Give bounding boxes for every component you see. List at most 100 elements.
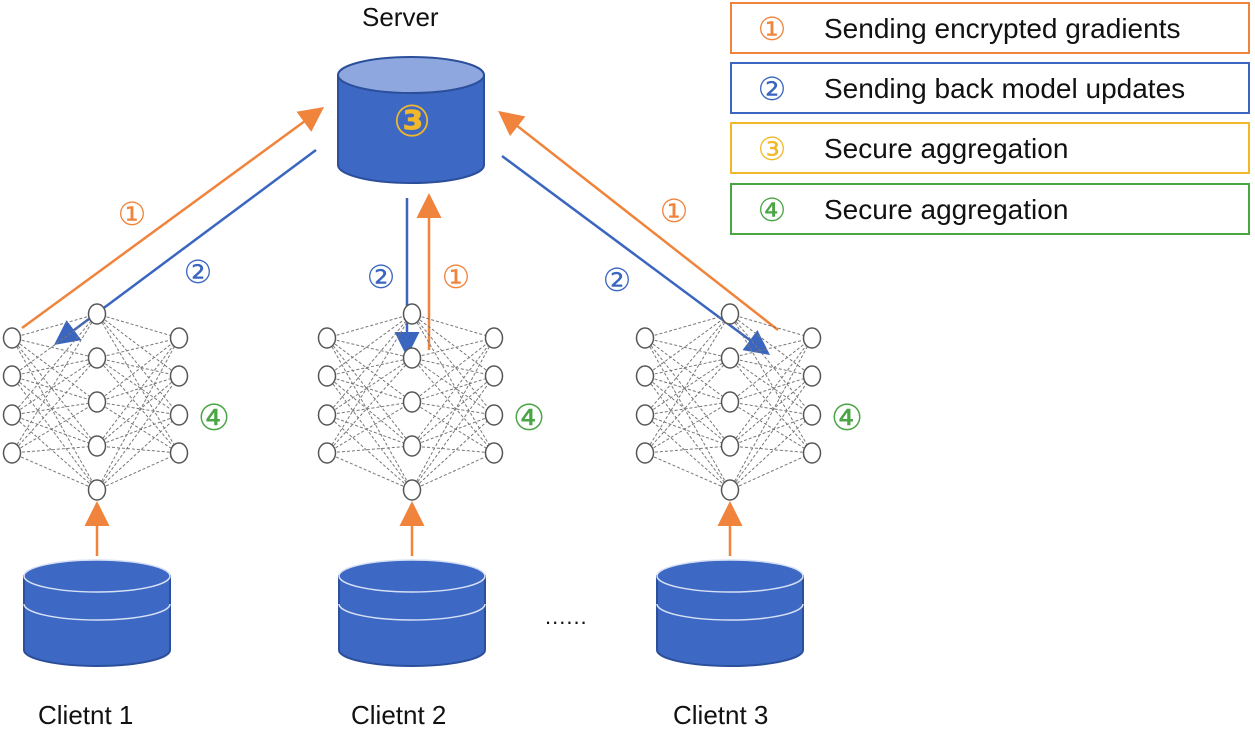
more-clients-ellipsis: ......: [545, 604, 588, 629]
network-edge: [729, 401, 813, 454]
network-edge: [11, 375, 98, 403]
network-edge: [729, 357, 813, 454]
network-node: [802, 365, 822, 387]
network-node: [169, 327, 189, 349]
local-training-marker-2: ④: [513, 398, 545, 439]
network-edge: [729, 401, 813, 416]
network-edge: [411, 445, 495, 454]
network-edge: [411, 357, 495, 416]
network-node: [87, 303, 107, 325]
network-edge: [11, 313, 98, 416]
network-edge: [729, 375, 813, 447]
network-edge: [644, 445, 731, 454]
network-edge: [11, 452, 98, 491]
network-edge: [644, 337, 731, 359]
network-edge: [644, 357, 731, 416]
network-node: [402, 347, 422, 369]
network-node: [317, 327, 337, 349]
network-node: [317, 404, 337, 426]
network-edge: [96, 357, 180, 416]
upload-marker-client-3: ①: [660, 192, 689, 230]
network-edge: [411, 414, 495, 447]
legend-item-4: ④ Secure aggregation: [730, 183, 1250, 235]
network-edge: [326, 452, 413, 491]
network-edge: [96, 337, 180, 491]
network-node: [484, 365, 504, 387]
network-edge: [11, 337, 98, 403]
legend-marker-3: ③: [757, 130, 787, 168]
network-edge: [326, 337, 413, 491]
network-edge: [326, 414, 413, 491]
network-edge: [96, 357, 180, 377]
network-node: [87, 435, 107, 457]
network-node: [317, 442, 337, 464]
neural-network-icon: ④: [2, 303, 230, 501]
network-edge: [96, 414, 180, 491]
network-edge: [644, 313, 731, 454]
local-training-marker-1: ④: [198, 398, 230, 439]
download-marker-client-2: ②: [367, 258, 396, 296]
legend-marker-2: ②: [757, 70, 787, 108]
network-edge: [644, 452, 731, 491]
network-edge: [326, 313, 413, 416]
network-node: [484, 404, 504, 426]
network-edge: [11, 337, 98, 359]
network-edge: [644, 414, 731, 491]
network-node: [2, 442, 22, 464]
legend-label-4: Secure aggregation: [824, 194, 1069, 225]
network-node: [720, 347, 740, 369]
client-label-2: Clietnt 2: [351, 700, 447, 730]
network-node: [402, 435, 422, 457]
legend-label-1: Sending encrypted gradients: [824, 13, 1181, 44]
network-edge: [411, 452, 495, 491]
upload-marker-client-2: ①: [442, 258, 471, 296]
network-edge: [11, 357, 98, 454]
network-edge: [96, 375, 180, 447]
network-edge: [644, 313, 731, 416]
network-edge: [411, 401, 495, 416]
server-aggregation-marker: ③: [393, 96, 430, 147]
network-edge: [326, 401, 413, 416]
network-edge: [644, 337, 731, 491]
network-edge: [96, 452, 180, 491]
network-node: [402, 391, 422, 413]
network-edge: [411, 375, 495, 491]
network-edge: [326, 337, 413, 403]
network-edge: [326, 313, 413, 377]
network-edge: [644, 337, 731, 403]
network-edge: [326, 313, 413, 454]
network-edge: [326, 357, 413, 416]
network-edge: [729, 313, 813, 416]
network-edge: [729, 337, 813, 359]
network-edge: [326, 357, 413, 454]
network-edge: [96, 375, 180, 403]
network-edge: [411, 401, 495, 454]
network-edge: [11, 337, 98, 447]
network-node: [87, 347, 107, 369]
network-edge: [729, 414, 813, 447]
network-edge: [644, 401, 731, 454]
network-node: [317, 365, 337, 387]
network-edge: [644, 375, 731, 491]
network-node: [720, 303, 740, 325]
network-edge: [326, 375, 413, 491]
network-edge: [644, 337, 731, 447]
network-edge: [11, 375, 98, 447]
network-edge: [411, 337, 495, 447]
network-edge: [729, 375, 813, 403]
network-edge: [96, 313, 180, 339]
network-edge: [11, 401, 98, 454]
network-node: [802, 404, 822, 426]
network-node: [635, 365, 655, 387]
upload-arrow-client-1: [21, 107, 325, 330]
network-node: [635, 442, 655, 464]
network-edge: [11, 313, 98, 377]
network-edge: [96, 401, 180, 454]
network-edge: [644, 401, 731, 416]
network-edge: [11, 401, 98, 416]
network-edge: [729, 337, 813, 491]
network-edge: [411, 357, 495, 377]
network-edge: [326, 337, 413, 447]
client-database-icon: [338, 559, 486, 667]
